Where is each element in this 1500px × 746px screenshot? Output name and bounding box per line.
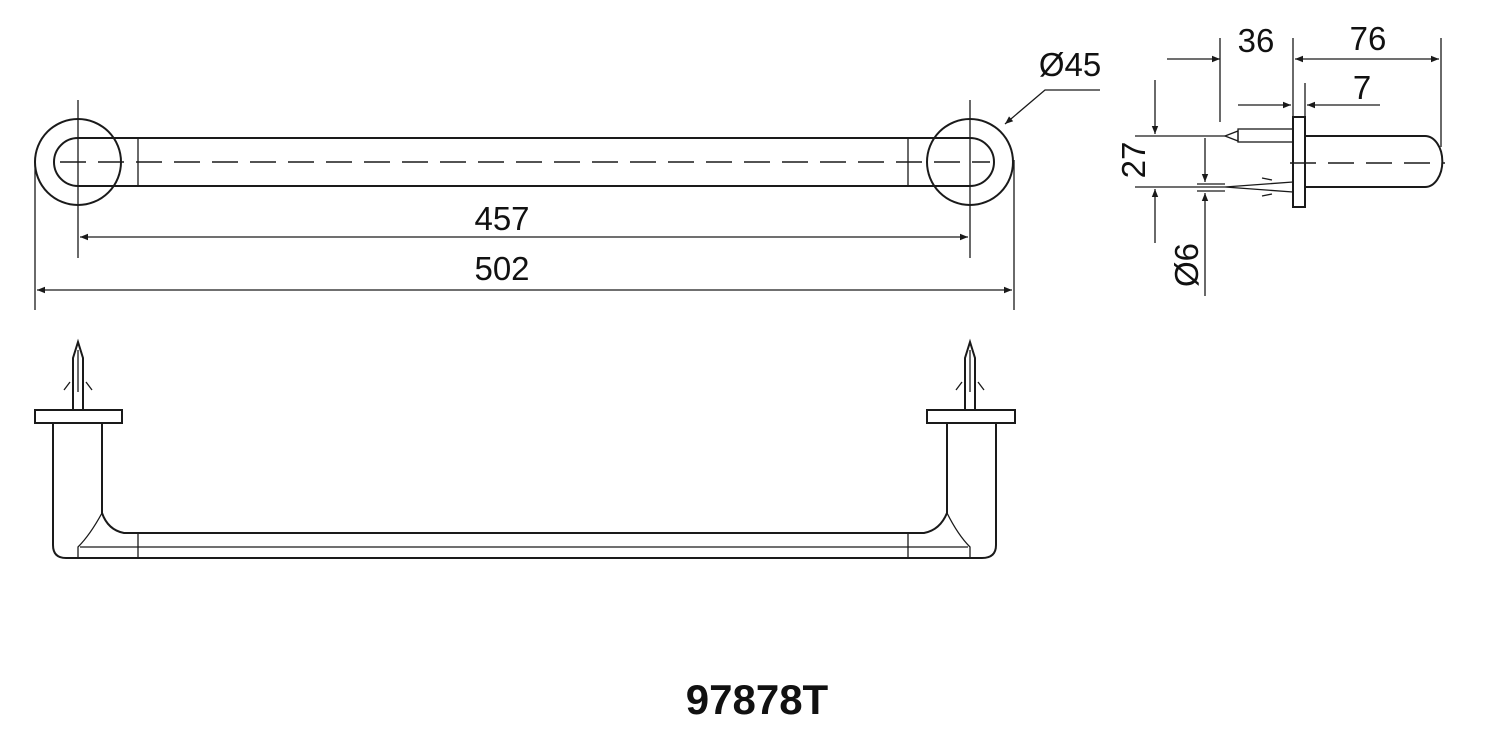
front-view <box>34 338 1016 559</box>
bar-outer-outline <box>52 423 997 559</box>
dimension-overall-length: 502 <box>474 250 529 287</box>
dimension-center-distance: 457 <box>474 200 529 237</box>
upper-anchor <box>1237 128 1294 143</box>
right-post-end <box>969 137 995 187</box>
dimension-anchor-diameter: Ø6 <box>1168 243 1205 287</box>
lower-anchor <box>1224 177 1294 197</box>
right-anchor-screw <box>955 338 985 410</box>
bar-joint-lines <box>77 512 971 558</box>
side-post <box>1305 135 1444 188</box>
bar-inner-outline <box>101 423 948 534</box>
side-extension-lines <box>1135 38 1442 192</box>
right-flange <box>926 409 1016 424</box>
left-flange <box>34 409 123 424</box>
dimension-anchor-spacing: 27 <box>1115 142 1152 179</box>
top-view: 457 502 Ø45 <box>34 46 1101 310</box>
diameter-leader <box>1004 89 1100 125</box>
left-anchor-screw <box>63 338 93 410</box>
dimension-tube-diameter: Ø45 <box>1039 46 1101 83</box>
dimension-flange-to-anchor: 36 <box>1238 22 1275 59</box>
dimension-projection: 76 <box>1350 20 1387 57</box>
upper-anchor-tip <box>1223 130 1239 142</box>
model-number: 97878T <box>686 676 829 723</box>
dimension-flange-thickness: 7 <box>1353 69 1371 106</box>
side-flange <box>1292 116 1306 208</box>
grab-bar-tube <box>78 137 970 187</box>
extension-lines <box>34 100 1015 310</box>
side-view: 36 76 7 27 Ø6 <box>1115 20 1445 296</box>
left-post-end <box>53 137 79 187</box>
